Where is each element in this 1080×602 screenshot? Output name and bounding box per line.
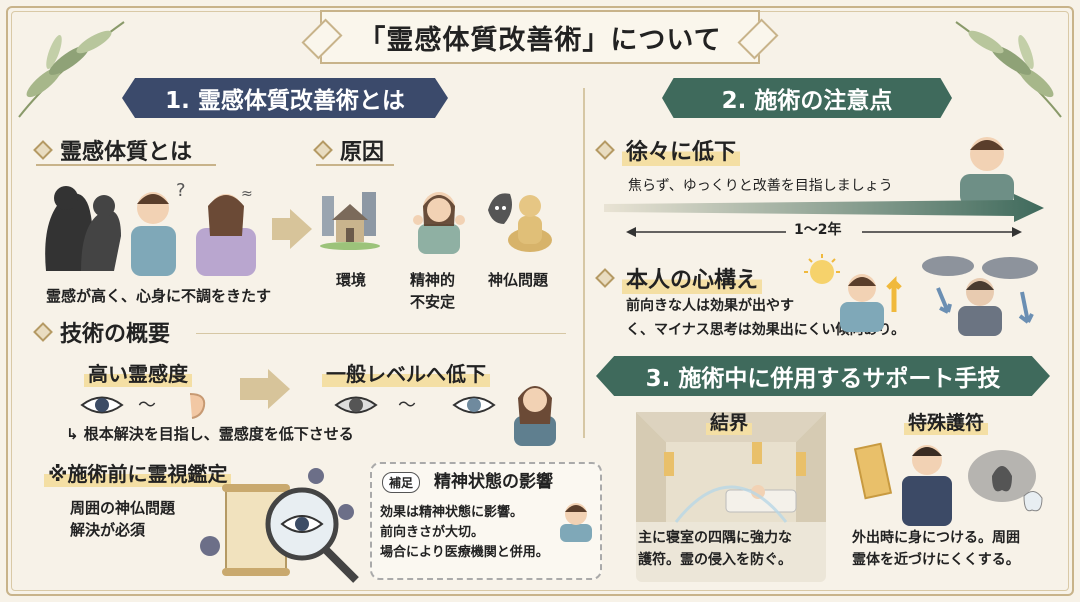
mind-line-1: 前向きな人は効果が出やす (626, 298, 794, 314)
supplement-line-2: 前向きさが大切。 (380, 525, 485, 540)
gofu-line-1: 外出時に身につける。周囲 (852, 530, 1020, 546)
svg-text:?: ? (176, 180, 186, 201)
leaf-decoration-left-icon (18, 21, 125, 118)
section1-banner-label: 1. 霊感体質改善術とは (165, 88, 405, 114)
negative-person-icon (922, 256, 1038, 336)
duration-arrow-icon (626, 227, 1022, 237)
diamond-icon (595, 268, 615, 288)
house-icon (320, 192, 380, 250)
section3-banner-label: 3. 施術中に併用するサポート手技 (645, 366, 1001, 392)
bedroom-talisman-icon (636, 412, 826, 523)
eyes-icon: 〜 (334, 395, 496, 416)
arrow-bar (272, 218, 292, 240)
appraisal-heading: ※施術前に霊視鑑定 (44, 458, 232, 487)
man-thinking-icon (560, 503, 592, 542)
supplement-heading: 精神状態の影響 (434, 472, 553, 492)
gofu-line-2: 霊体を近づけにくくする。 (852, 552, 1020, 568)
overview-heading-label: 技術の概要 (60, 322, 171, 347)
kekkai-heading: 結界 (706, 408, 753, 435)
section2-banner: 2. 施術の注意点 (662, 78, 952, 118)
ghost-people-illustration: ? ≈ (45, 180, 256, 276)
section3-banner: 3. 施術中に併用するサポート手技 (596, 356, 1050, 396)
cause-shinbutsu: 神仏問題 (488, 271, 549, 289)
overview-heading: 技術の概要 (33, 316, 171, 348)
gofu-card: 特殊護符 外出時に身につける。周囲 霊体を近づけにくくする。 (852, 408, 1052, 582)
mind-heading: 本人の心構え (595, 262, 763, 294)
gradual-heading: 徐々に低下 (595, 134, 741, 166)
diamond-icon (313, 140, 333, 160)
title-box: 「霊感体質改善術」について (320, 10, 760, 64)
diamond-icon (33, 140, 53, 160)
positive-person-icon (804, 254, 902, 332)
leaf-decoration-right-icon (955, 21, 1062, 118)
appraisal-text-1: 周囲の神仏問題 (70, 499, 176, 517)
supplement-line-1: 効果は精神状態に影響。 (380, 505, 524, 520)
svg-text:〜: 〜 (398, 395, 416, 416)
overview-arrow-icon (268, 369, 290, 409)
mind-heading-label: 本人の心構え (622, 262, 763, 294)
what-heading-label: 霊感体質とは (60, 140, 193, 165)
diamond-icon (595, 140, 615, 160)
to-label: 一般レベルへ低下 (322, 358, 490, 387)
supplement-line-3: 場合により医療機関と併用。 (380, 545, 549, 560)
man-with-talisman-icon (853, 442, 1043, 526)
section2-banner-label: 2. 施術の注意点 (721, 88, 893, 114)
what-caption: 霊感が高く、心身に不調をきたす (46, 287, 272, 305)
scroll-magnifier-icon (200, 468, 359, 583)
kekkai-line-2: 護符。霊の侵入を防ぐ。 (638, 552, 792, 568)
gradual-heading-label: 徐々に低下 (622, 134, 741, 166)
cause-heading: 原因 (313, 134, 385, 166)
arrow-right-icon (290, 209, 312, 249)
section1-banner: 1. 霊感体質改善術とは (122, 78, 448, 118)
overview-divider (196, 333, 566, 334)
kekkai-card: 結界 主に寝室の四隅に強力な 護符。霊の侵入を防ぐ。 (636, 408, 826, 582)
cause-heading-label: 原因 (340, 140, 385, 165)
svg-text:≈: ≈ (241, 186, 253, 202)
overview-arrow-bar (240, 378, 270, 400)
cause-mental-2: 不安定 (410, 293, 456, 311)
outer-frame (6, 6, 1074, 596)
appraisal-text-2: 解決が必須 (70, 521, 146, 539)
cause-mental-1: 精神的 (410, 271, 456, 289)
distressed-person-icon (413, 192, 465, 254)
duration-label: 1〜2年 (794, 222, 842, 238)
overview-caption-text: 根本解決を目指し、霊感度を低下させる (83, 425, 354, 443)
mind-line-2: く、マイナス思考は効果出にくい傾向あり。 (626, 322, 906, 338)
diamond-icon (33, 322, 53, 342)
man-calm-icon (960, 137, 1014, 206)
eye-ear-icon: 〜 (80, 393, 206, 419)
what-heading: 霊感体質とは (33, 134, 193, 166)
cause-environment: 環境 (336, 271, 367, 289)
supplement-box: 補足 精神状態の影響 効果は精神状態に影響。 前向きさが大切。 場合により医療機… (370, 462, 602, 580)
gofu-heading: 特殊護符 (904, 408, 989, 435)
kekkai-line-1: 主に寝室の四隅に強力な (638, 530, 792, 546)
from-label: 高い霊感度 (84, 358, 192, 387)
gradual-text: 焦らず、ゆっくりと改善を目指しましょう (628, 178, 893, 194)
buddha-icon (488, 193, 552, 252)
svg-text:〜: 〜 (138, 395, 156, 416)
cause-underline (316, 164, 394, 166)
supplement-tag: 補足 (382, 472, 421, 493)
woman-icon (514, 386, 556, 446)
gradual-arrow-icon (604, 194, 1044, 222)
page-title: 「霊感体質改善術」について (358, 24, 722, 56)
section-divider (583, 88, 585, 438)
what-underline (36, 164, 216, 166)
overview-caption: ↳ 根本解決を目指し、霊感度を低下させる (66, 425, 354, 443)
